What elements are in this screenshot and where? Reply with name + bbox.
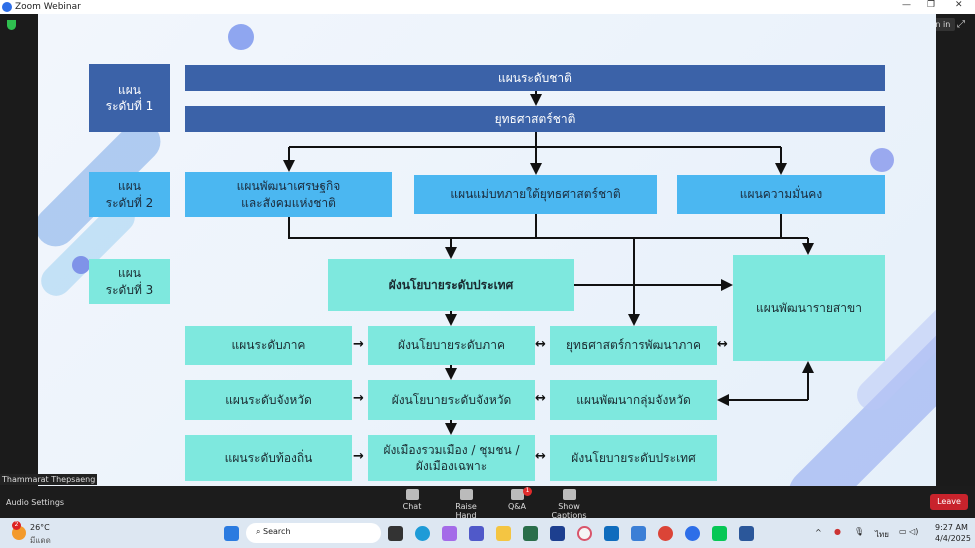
national-plan-box: แผนระดับชาติ [185, 65, 885, 91]
language-indicator[interactable]: ไทย [875, 530, 889, 539]
copilot-icon[interactable] [442, 526, 457, 541]
zoom-taskbar-icon[interactable] [685, 526, 700, 541]
zoom-control-bar: Audio Settings Chat Raise Hand Q&A 1 Sho… [0, 486, 975, 520]
city-plan-box: ผังเมืองรวมเมือง / ชุมชน / ผังเมืองเฉพาะ [368, 435, 535, 481]
calculator-icon[interactable] [631, 526, 646, 541]
qa-badge: 1 [523, 487, 532, 496]
qa-icon [510, 489, 524, 500]
tray-app-icon[interactable]: ● [834, 527, 841, 536]
line-icon[interactable] [712, 526, 727, 541]
start-icon[interactable] [224, 526, 239, 541]
outlook-icon[interactable] [604, 526, 619, 541]
national-policy-box-2: ผังนโยบายระดับประเทศ [550, 435, 717, 481]
audio-settings-button[interactable]: Audio Settings [6, 498, 65, 507]
clock-date[interactable]: 4/4/2025 [935, 534, 971, 543]
chat-button[interactable]: Chat [400, 489, 424, 511]
captions-button[interactable]: Show Captions [544, 489, 594, 520]
chrome-icon[interactable] [658, 526, 673, 541]
arrow-both: ↔ [535, 449, 546, 464]
raise-hand-label: Raise Hand [455, 502, 477, 520]
task-view-icon[interactable] [388, 526, 403, 541]
regional-strategy-box: ยุทธศาสตร์การพัฒนาภาค [550, 326, 717, 365]
arrow-both: ↔ [717, 337, 728, 352]
shield-icon [7, 20, 16, 30]
decor-circle [72, 256, 90, 274]
chat-label: Chat [402, 502, 422, 511]
teams-icon[interactable] [469, 526, 484, 541]
hand-icon [459, 489, 473, 500]
title-bar: Zoom Webinar — ❐ ✕ [0, 0, 975, 14]
arrow-right: → [353, 449, 364, 464]
captions-label: Show Captions [551, 502, 587, 520]
search-icon: ⌕ [256, 527, 264, 536]
weather-text: มีแดด [30, 536, 51, 545]
minimize-button[interactable]: — [902, 0, 911, 10]
opera-icon[interactable] [577, 526, 592, 541]
file-explorer-icon[interactable] [496, 526, 511, 541]
qa-button[interactable]: Q&A [505, 489, 529, 511]
search-placeholder: Search [263, 527, 291, 536]
weather-badge: 2 [12, 521, 21, 530]
l-app-icon[interactable] [550, 526, 565, 541]
edge-icon[interactable] [415, 526, 430, 541]
provincial-policy-box: ผังนโยบายระดับจังหวัด [368, 380, 535, 420]
word-icon[interactable] [739, 526, 754, 541]
network-volume-icon[interactable]: ▭ ◁) [899, 527, 919, 536]
qa-label: Q&A [507, 502, 526, 511]
tray-chevron-icon[interactable]: ^ [815, 528, 822, 537]
regional-plan-box: แผนระดับภาค [185, 326, 352, 365]
national-strategy-box: ยุทธศาสตร์ชาติ [185, 106, 885, 132]
microphone-icon[interactable]: 🎙 [854, 527, 865, 536]
arrow-both: ↔ [535, 337, 546, 352]
zoom-logo-icon [2, 2, 12, 12]
national-policy-box: ผังนโยบายระดับประเทศ [328, 259, 574, 311]
security-plan-box: แผนความมั่นคง [677, 175, 885, 214]
store-icon[interactable] [523, 526, 538, 541]
decor-circle [870, 148, 894, 172]
level-2-label: แผน ระดับที่ 2 [89, 172, 170, 217]
arrow-right: → [353, 391, 364, 406]
provincial-group-plan-box: แผนพัฒนากลุ่มจังหวัด [550, 380, 717, 420]
search-box[interactable]: ⌕ Search [246, 523, 381, 543]
temperature: 26°C [30, 523, 50, 532]
clock-time[interactable]: 9:27 AM [935, 523, 968, 532]
maximize-button[interactable]: ❐ [927, 0, 936, 10]
raise-hand-button[interactable]: Raise Hand [446, 489, 486, 520]
participant-name-tag: Thammarat Thepsaeng [0, 474, 98, 485]
level-3-label: แผน ระดับที่ 3 [89, 259, 170, 304]
arrow-right: → [353, 337, 364, 352]
chat-icon [405, 489, 419, 500]
cc-icon [562, 489, 576, 500]
regional-policy-box: ผังนโยบายระดับภาค [368, 326, 535, 365]
window-title: Zoom Webinar [15, 2, 81, 12]
connector-lines [283, 94, 814, 435]
leave-button[interactable]: Leave [930, 494, 968, 510]
close-button[interactable]: ✕ [955, 0, 963, 10]
provincial-plan-box: แผนระดับจังหวัด [185, 380, 352, 420]
arrow-both: ↔ [535, 391, 546, 406]
sector-plan-box: แผนพัฒนารายสาขา [733, 255, 885, 361]
economic-social-plan-box: แผนพัฒนาเศรษฐกิจ และสังคมแห่งชาติ [185, 172, 392, 217]
local-plan-box: แผนระดับท้องถิ่น [185, 435, 352, 481]
level-1-label: แผน ระดับที่ 1 [89, 64, 170, 132]
master-plan-box: แผนแม่บทภายใต้ยุทธศาสตร์ชาติ [414, 175, 657, 214]
decor-circle [228, 24, 254, 50]
fullscreen-icon[interactable]: ⤢ [957, 19, 965, 30]
windows-taskbar: 2 26°C มีแดด ⌕ Search ^ ● 🎙 ไทย ▭ ◁) 9:2… [0, 518, 975, 548]
